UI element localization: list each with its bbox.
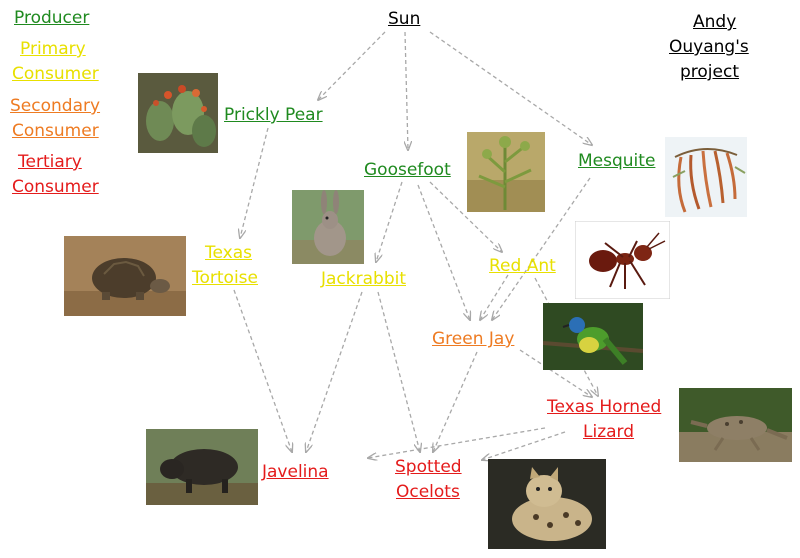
arrow-green-jay-to-horned-lizard: [519, 349, 592, 397]
goosefoot-photo: [467, 132, 545, 212]
arrow-goosefoot-to-red-ant: [429, 181, 502, 252]
jackrabbit-photo: [292, 190, 364, 264]
node-texas-horned-lizard-line2: Lizard: [583, 422, 635, 442]
arrow-horned-lizard-to-ocelots: [482, 431, 566, 460]
texas-tortoise-photo: [64, 236, 186, 316]
node-spotted-ocelots-line1: Spotted: [395, 457, 462, 477]
legend-secondary-line1: Secondary: [10, 96, 101, 116]
node-goosefoot: Goosefoot: [364, 160, 451, 180]
ocelot-photo: [488, 459, 606, 549]
credit-line2: Ouyang's: [669, 37, 749, 57]
node-texas-horned-lizard-line1: Texas Horned: [547, 397, 662, 417]
node-prickly-pear: Prickly Pear: [224, 105, 323, 125]
arrow-sun-to-prickly-pear: [318, 31, 386, 100]
arrow-prickly-pear-to-tortoise: [240, 127, 269, 238]
arrow-sun-to-mesquite: [429, 31, 592, 145]
arrow-jackrabbit-to-javelina: [306, 291, 363, 452]
node-sun: Sun: [388, 9, 421, 29]
arrow-mesquite-to-green-jay: [492, 177, 591, 320]
prickly-pear-photo: [138, 73, 218, 153]
node-jackrabbit: Jackrabbit: [321, 269, 406, 289]
node-green-jay: Green Jay: [432, 329, 515, 349]
arrow-goosefoot-to-jackrabbit: [376, 181, 403, 262]
node-mesquite: Mesquite: [578, 151, 656, 171]
arrow-sun-to-goosefoot: [405, 31, 408, 150]
credit-line3: project: [680, 62, 740, 82]
mesquite-photo: [665, 137, 747, 217]
legend-secondary-line2: Consumer: [12, 121, 99, 141]
legend-producer: Producer: [14, 8, 90, 28]
arrow-horned-lizard-to-javelina: [368, 427, 546, 458]
red-ant-photo: [575, 221, 670, 299]
node-red-ant: Red Ant: [489, 256, 556, 276]
node-javelina: Javelina: [262, 462, 329, 482]
javelina-photo: [146, 429, 258, 505]
arrow-jackrabbit-to-ocelots: [377, 291, 420, 452]
node-texas-tortoise-line2: Tortoise: [192, 268, 258, 288]
legend-tertiary-line2: Consumer: [12, 177, 99, 197]
green-jay-photo: [543, 303, 643, 370]
arrow-red-ant-to-green-jay: [480, 274, 509, 320]
arrow-goosefoot-to-green-jay: [417, 184, 470, 320]
horned-lizard-photo: [679, 388, 792, 462]
arrow-green-jay-to-ocelots: [433, 351, 478, 452]
node-spotted-ocelots-line2: Ocelots: [396, 482, 460, 502]
credit-line1: Andy: [693, 12, 737, 32]
legend-primary-line2: Consumer: [12, 64, 99, 84]
node-texas-tortoise-line1: Texas: [205, 243, 252, 263]
legend-tertiary-line1: Tertiary: [18, 152, 82, 172]
legend-primary-line1: Primary: [20, 39, 86, 59]
arrow-tortoise-to-javelina: [233, 289, 292, 452]
